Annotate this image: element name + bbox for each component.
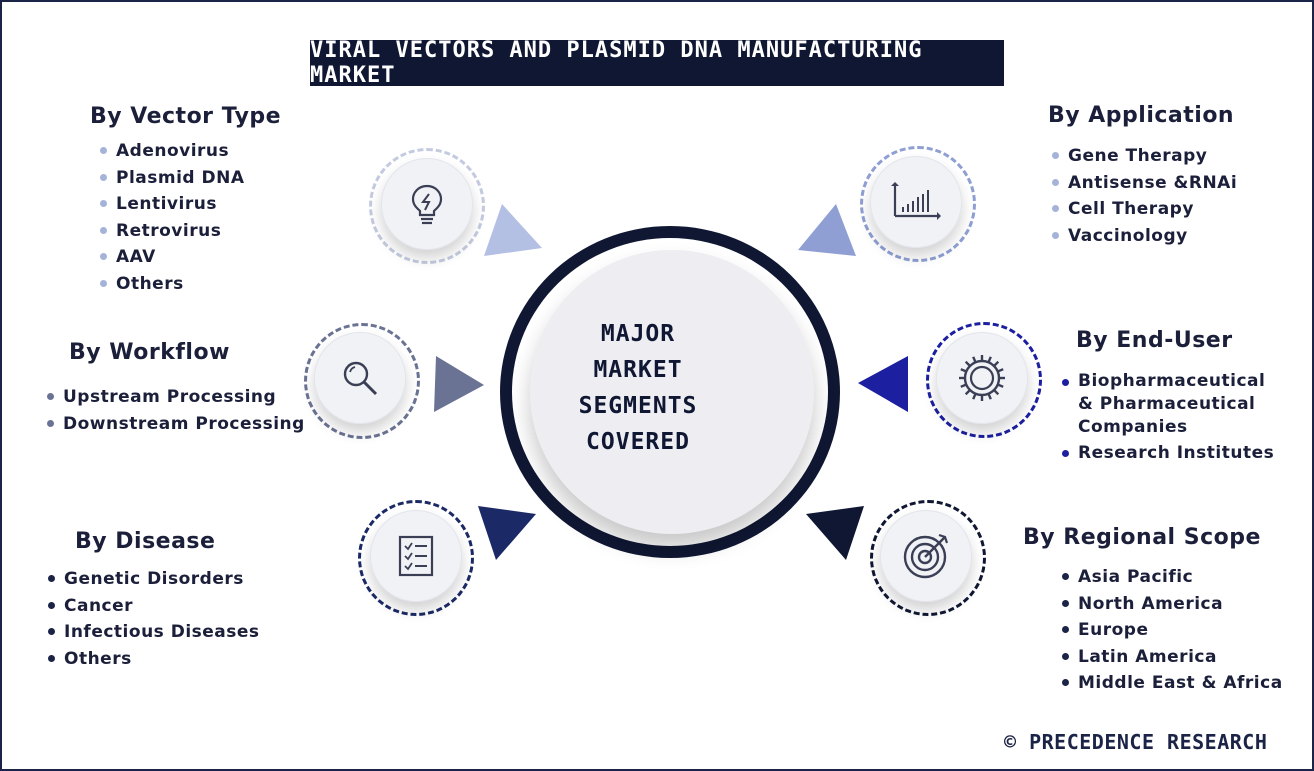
list-item: Plasmid DNA <box>100 165 245 192</box>
end-user-list: Biopharmaceutical & Pharmaceutical Compa… <box>1062 370 1274 466</box>
list-item: Others <box>100 271 245 298</box>
arrow-disease <box>478 506 536 560</box>
workflow-icon-disc <box>314 332 406 424</box>
list-item: Adenovirus <box>100 138 245 165</box>
application-icon-ring <box>860 146 976 262</box>
list-item: North America <box>1062 591 1283 618</box>
list-item: Downstream Processing <box>47 411 305 438</box>
regional-heading: By Regional Scope <box>1023 525 1261 550</box>
list-item: Middle East & Africa <box>1062 670 1283 697</box>
list-item: Research Institutes <box>1062 441 1274 466</box>
end-user-heading: By End-User <box>1076 328 1233 353</box>
list-item: Latin America <box>1062 644 1283 671</box>
checklist-icon <box>398 535 434 577</box>
list-item: Others <box>48 646 260 673</box>
list-item: Vaccinology <box>1052 223 1237 250</box>
list-item: AAV <box>100 244 245 271</box>
vector-type-list: Adenovirus Plasmid DNA Lentivirus Retrov… <box>100 138 245 297</box>
workflow-list: Upstream Processing Downstream Processin… <box>47 384 305 437</box>
arrow-vector-type <box>484 204 542 256</box>
vector-type-heading: By Vector Type <box>90 104 282 129</box>
brand-logo-text: © PRECEDENCE RESEARCH <box>1004 730 1268 754</box>
list-item: Biopharmaceutical <box>1062 370 1274 393</box>
workflow-heading: By Workflow <box>69 340 230 365</box>
list-item: Retrovirus <box>100 218 245 245</box>
magnifier-icon <box>343 361 378 396</box>
center-line: MARKET <box>593 357 683 383</box>
regional-list: Asia Pacific North America Europe Latin … <box>1062 564 1283 697</box>
disease-list: Genetic Disorders Cancer Infectious Dise… <box>48 566 260 672</box>
regional-icon-ring <box>870 500 986 616</box>
end-user-icon-ring <box>926 322 1042 438</box>
list-item: Europe <box>1062 617 1283 644</box>
list-item: Infectious Diseases <box>48 619 260 646</box>
disease-icon-disc <box>370 510 462 602</box>
list-item: Asia Pacific <box>1062 564 1283 591</box>
vector-type-icon-ring <box>369 148 485 264</box>
workflow-icon-ring <box>304 323 420 439</box>
list-item: Genetic Disorders <box>48 566 260 593</box>
list-item: Cancer <box>48 593 260 620</box>
arrow-application <box>798 204 856 256</box>
arrow-regional <box>806 506 864 560</box>
list-item: Antisense &RNAi <box>1052 170 1237 197</box>
list-item: Gene Therapy <box>1052 143 1237 170</box>
application-icon-disc <box>870 156 962 248</box>
list-item: Lentivirus <box>100 191 245 218</box>
list-item: Cell Therapy <box>1052 196 1237 223</box>
application-heading: By Application <box>1048 103 1235 128</box>
application-list: Gene Therapy Antisense &RNAi Cell Therap… <box>1052 143 1237 249</box>
vector-type-icon-disc <box>381 158 473 250</box>
center-line: COVERED <box>586 429 690 455</box>
center-line: SEGMENTS <box>578 393 698 419</box>
bar-chart-icon <box>891 182 941 220</box>
diagram-title: VIRAL VECTORS AND PLASMID DNA MANUFACTUR… <box>310 38 1004 88</box>
gear-icon <box>959 355 1005 401</box>
regional-icon-disc <box>880 510 972 602</box>
disease-heading: By Disease <box>75 529 216 554</box>
list-item: Upstream Processing <box>47 384 305 411</box>
list-item-continuation: & Pharmaceutical <box>1078 394 1256 414</box>
arrow-end-user <box>858 356 908 412</box>
center-label: MAJOR MARKET SEGMENTS COVERED <box>530 316 746 460</box>
target-icon <box>903 533 949 579</box>
list-item-continuation: Companies <box>1078 417 1188 437</box>
lightbulb-icon <box>411 184 443 225</box>
center-disc <box>530 250 814 534</box>
center-line: MAJOR <box>600 321 676 347</box>
end-user-icon-disc <box>936 332 1028 424</box>
disease-icon-ring <box>358 500 474 616</box>
arrow-workflow <box>434 356 484 412</box>
